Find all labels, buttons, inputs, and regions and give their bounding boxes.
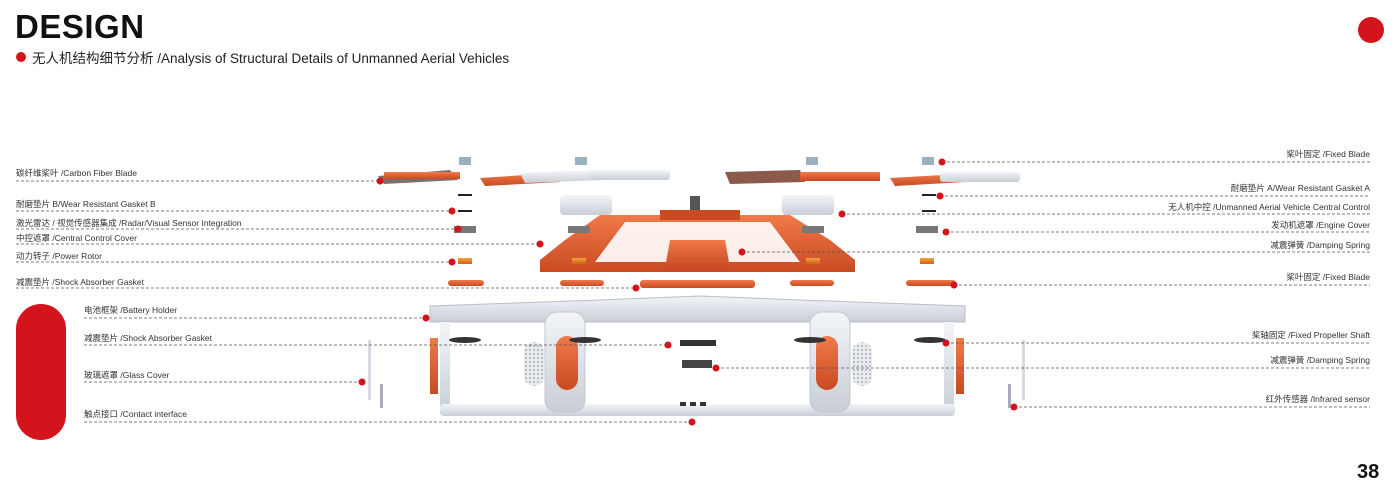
gaskets-row [458, 194, 936, 215]
label-contact-interface: 触点接口 /Contact interface [84, 409, 187, 419]
label-fixed-blade-bottom: 桨叶固定 /Fixed Blade [1286, 272, 1370, 282]
leader-lines-right [716, 161, 1370, 408]
label-wear-gasket-b: 耐磨垫片 B/Wear Resistant Gasket B [16, 199, 156, 209]
side-glass-parts [368, 340, 1025, 408]
leader-dots-left [358, 177, 696, 426]
label-engine-cover: 发动机遮罩 /Engine Cover [1271, 220, 1370, 230]
label-battery-holder: 电池框架 /Battery Holder [84, 305, 178, 315]
corner-dot [1358, 17, 1384, 43]
subtitle-text: 无人机结构细节分析 /Analysis of Structural Detail… [32, 51, 510, 66]
power-rotors [448, 226, 956, 286]
label-damping-spring-top: 减震弹簧 /Damping Spring [1270, 240, 1370, 250]
label-central-control-cover: 中控遮罩 /Central Control Cover [16, 233, 137, 243]
label-glass-cover: 玻璃遮罩 /Glass Cover [84, 370, 170, 380]
bullet-dot [16, 52, 26, 62]
page-number: 38 [1357, 461, 1380, 483]
label-power-rotor: 动力转子 /Power Rotor [16, 251, 102, 261]
label-damping-spring-bottom: 减震弹簧 /Damping Spring [1270, 355, 1370, 365]
page-title: DESIGN [15, 8, 145, 45]
label-shock-gasket-bottom: 减震垫片 /Shock Absorber Gasket [84, 333, 213, 343]
battery-holder-frame [429, 295, 966, 416]
label-fixed-blade-top: 桨叶固定 /Fixed Blade [1286, 149, 1370, 159]
label-wear-gasket-a: 耐磨垫片 A/Wear Resistant Gasket A [1230, 183, 1370, 193]
central-control-cover [540, 210, 855, 288]
label-infrared-sensor: 红外传感器 /Infrared sensor [1265, 394, 1370, 404]
label-fixed-propeller-shaft: 桨轴固定 /Fixed Propeller Shaft [1251, 330, 1370, 340]
label-central-control: 无人机中控 /Unmanned Aerial Vehicle Central C… [1168, 202, 1370, 212]
side-pill [16, 304, 66, 440]
page-subtitle: 无人机结构细节分析 /Analysis of Structural Detail… [16, 47, 509, 67]
propeller-blades [378, 157, 1020, 186]
leader-dots-right [712, 158, 1018, 411]
leader-lines-left [16, 180, 692, 423]
label-shock-gasket-top: 减震垫片 /Shock Absorber Gasket [16, 277, 145, 287]
label-carbon-fiber-blade: 碳纤维桨叶 /Carbon Fiber Blade [16, 168, 137, 178]
label-radar-sensor: 激光雷达 / 视觉传感器集成 /Radar/Visual Sensor Inte… [16, 218, 242, 228]
